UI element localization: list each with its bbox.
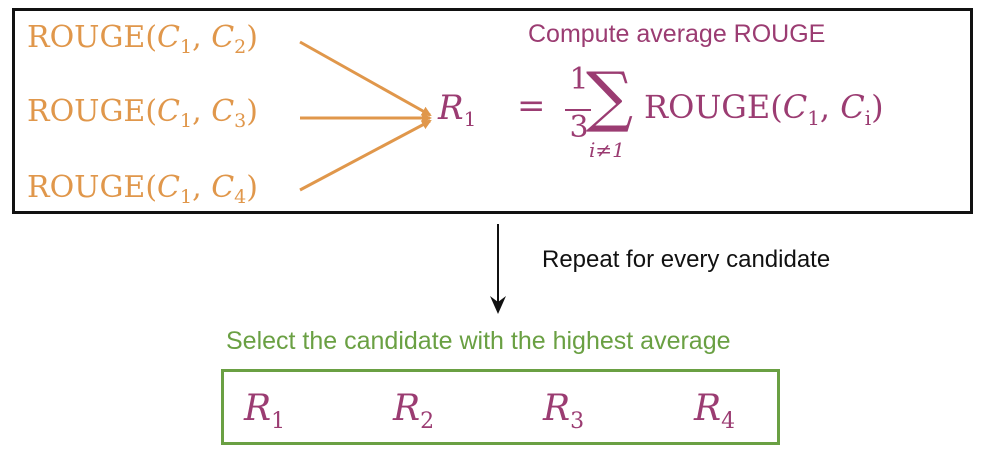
fraction-bar bbox=[565, 109, 591, 111]
candidate-r1: R1 bbox=[244, 388, 286, 434]
fraction-numerator: 1 bbox=[569, 62, 589, 97]
fraction-denominator: 3 bbox=[569, 110, 589, 145]
rouge-term-c1-c3: ROUGE(C1, C3) bbox=[27, 94, 258, 132]
formula-rouge-term: ROUGE(C1, Ci) bbox=[644, 88, 884, 130]
arrow-c4 bbox=[299, 119, 432, 192]
candidate-r3: R3 bbox=[543, 388, 585, 434]
compute-box bbox=[12, 8, 973, 214]
arrow-repeat-head bbox=[490, 296, 506, 314]
sum-symbol: ∑ bbox=[586, 58, 634, 135]
rouge-term-c1-c4: ROUGE(C1, C4) bbox=[27, 170, 258, 208]
formula-equals: = bbox=[517, 86, 546, 126]
candidate-r4: R4 bbox=[694, 388, 736, 434]
formula-lhs: R1 bbox=[438, 88, 477, 131]
compute-average-label: Compute average ROUGE bbox=[528, 20, 826, 48]
sum-index: i≠1 bbox=[589, 138, 625, 162]
candidate-r2: R2 bbox=[393, 388, 435, 434]
rouge-term-c1-c2: ROUGE(C1, C2) bbox=[27, 20, 258, 58]
arrow-c2 bbox=[299, 40, 432, 117]
candidates-box bbox=[221, 369, 780, 445]
repeat-label: Repeat for every candidate bbox=[542, 246, 831, 273]
select-label: Select the candidate with the highest av… bbox=[226, 327, 731, 355]
